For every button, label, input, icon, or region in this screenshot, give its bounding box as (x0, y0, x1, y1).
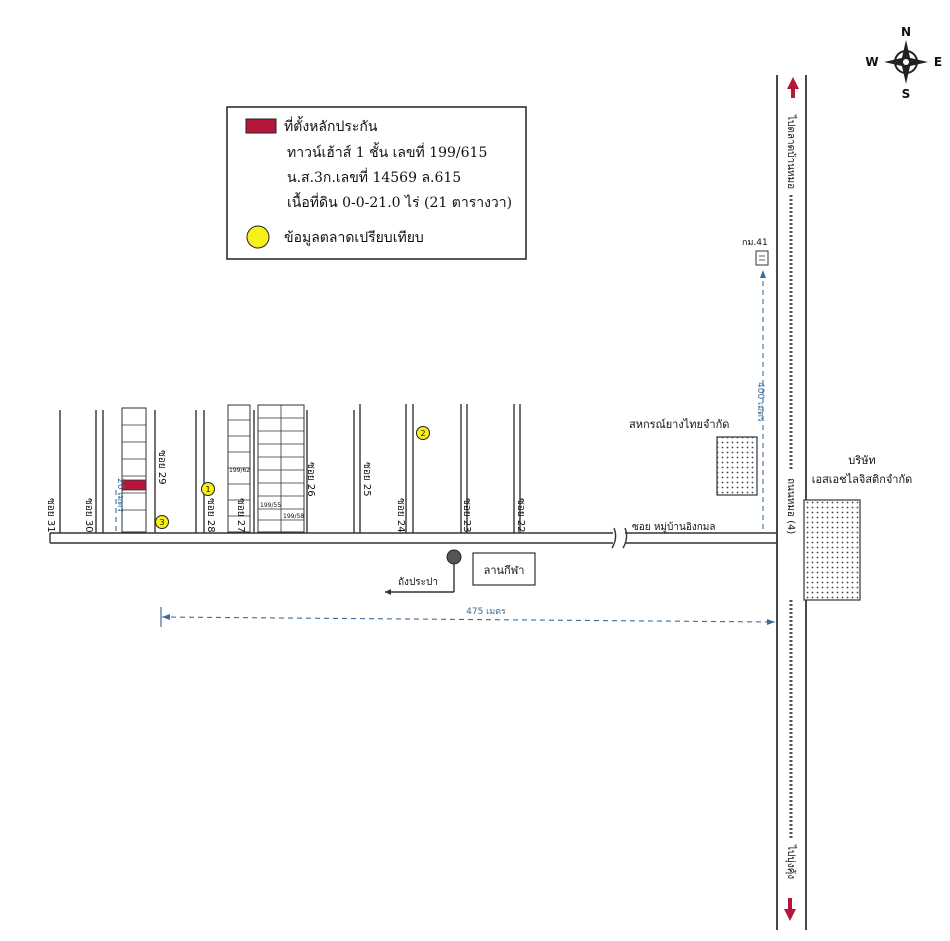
company-label-1: บริษัท (848, 454, 875, 467)
house-label-2: 199/55 (260, 502, 281, 509)
svg-text:2: 2 (420, 429, 425, 438)
soi-31-label: ซอย 31 (45, 498, 56, 533)
townhouse-block-b: 199/62 (227, 404, 251, 533)
km-marker: กม.41 (742, 238, 769, 266)
legend-line-2: น.ส.3ก.เลขที่ 14569 ล.615 (287, 168, 461, 186)
compass-rose: N S E W (865, 25, 942, 101)
legend-line-1: ทาวน์เฮ้าส์ 1 ชั้น เลขที่ 199/615 (287, 142, 487, 161)
townhouse-block-c: 199/55 199/58 (257, 404, 305, 533)
legend-comparable-label: ข้อมูลตลาดเปรียบเทียบ (284, 230, 424, 246)
svg-text:1: 1 (205, 485, 210, 494)
north-arrow-icon (787, 77, 799, 89)
water-tank-icon (446, 549, 462, 565)
legend-collateral-label: ที่ตั้งหลักประกัน (284, 116, 378, 135)
townhouse-block-a (121, 407, 147, 533)
soi-23-label: ซอย 23 (461, 498, 472, 533)
distance-400m-label: 400 เมตร (755, 382, 765, 422)
south-arrow-icon (784, 909, 796, 921)
cooperative-building (716, 436, 758, 496)
compass-w: W (865, 55, 878, 69)
comparable-2: 2 (416, 426, 430, 440)
company-label-2: เอสเอชไลจิสติกจำกัด (812, 473, 913, 486)
distance-400m: 400 เมตร (755, 270, 766, 533)
main-road-south-label: ไปบุ่งคุ้ง (785, 844, 797, 879)
main-road-name-label: ถนนหมอ (4) (785, 478, 796, 534)
house-label-1: 199/62 (229, 467, 250, 474)
soi-22-label: ซอย 22 (515, 498, 526, 533)
collateral-swatch (245, 118, 277, 134)
company-building (803, 499, 861, 601)
distance-475m-label: 475 เมตร (466, 607, 506, 617)
soi-labels: ซอย 31 ซอย 30 ซอย 29 ซอย 28 ซอย 27 ซอย 2… (45, 450, 526, 533)
soi-30-label: ซอย 30 (83, 498, 94, 533)
svg-text:3: 3 (159, 518, 164, 527)
soi-28-label: ซอย 28 (205, 498, 216, 533)
cooperative-label: สหกรณ์ยางไทยจำกัด (629, 418, 729, 431)
comparable-swatch (246, 225, 270, 249)
main-road-north-label: ไปตลาดบ้านหมอ (785, 114, 797, 189)
water-tank: ถังประปา (385, 549, 462, 595)
collateral-location (121, 479, 147, 491)
compass-s: S (902, 87, 911, 101)
km-marker-label: กม.41 (742, 238, 768, 248)
soi-26-label: ซอย 26 (305, 462, 316, 497)
soi-27-label: ซอย 27 (235, 498, 246, 533)
sports-field: ลานกีฬา (472, 552, 536, 586)
comparable-markers: 1 2 3 (155, 426, 430, 529)
legend-line-3: เนื้อที่ดิน 0-0-21.0 ไร่ (21 ตารางวา) (287, 192, 512, 211)
compass-e: E (934, 55, 942, 69)
company: บริษัท เอสเอชไลจิสติกจำกัด (803, 454, 913, 601)
sports-field-label: ลานกีฬา (484, 564, 525, 577)
comparable-3: 3 (155, 515, 169, 529)
legend: ที่ตั้งหลักประกัน ทาวน์เฮ้าส์ 1 ชั้น เลข… (226, 106, 527, 260)
comparable-1: 1 (201, 482, 215, 496)
water-tank-label: ถังประปา (398, 577, 438, 588)
soi-25-label: ซอย 25 (361, 462, 372, 497)
cooperative: สหกรณ์ยางไทยจำกัด (629, 418, 758, 496)
soi-24-label: ซอย 24 (395, 498, 406, 533)
km-marker-icon (755, 250, 769, 266)
village-soi-label: ซอย หมู่บ้านอิงกมล (632, 521, 715, 533)
side-sois (59, 404, 521, 533)
soi-width-dimension: 26 เมตร (115, 478, 125, 532)
compass-n: N (901, 25, 911, 39)
soi-width-label: 26 เมตร (115, 478, 125, 512)
soi-29-label: ซอย 29 (156, 450, 167, 485)
main-road: ไปตลาดบ้านหมอ ไปบุ่งคุ้ง ถนนหมอ (4) (776, 75, 807, 930)
distance-475m: 475 เมตร (160, 607, 776, 627)
house-label-3: 199/58 (283, 513, 304, 520)
